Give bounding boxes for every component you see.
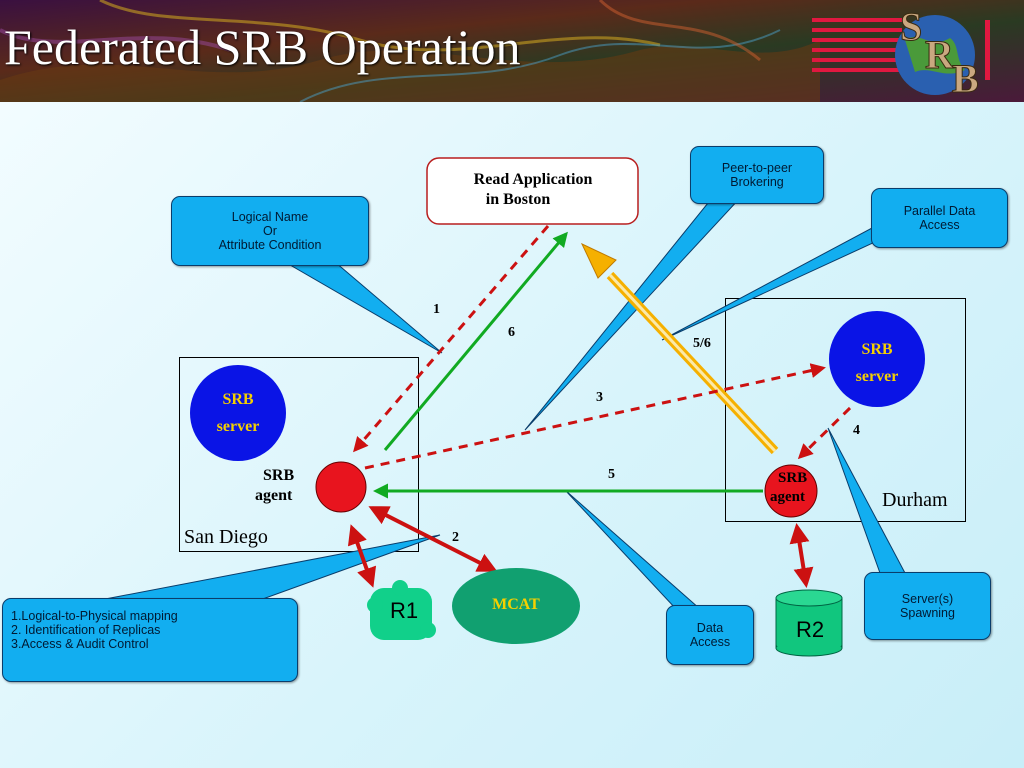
read-app-line: Read Application <box>473 171 593 188</box>
slide-title: Federated SRB Operation <box>4 19 521 75</box>
server-line: server <box>855 368 899 385</box>
callout-line: 3.Access & Audit Control <box>11 637 149 651</box>
server-line: SRB <box>861 341 893 358</box>
title-banner: S R B Federated SRB Operation <box>0 0 1024 102</box>
agent-line: agent <box>255 487 293 504</box>
r2-storage <box>775 589 843 657</box>
durham-label: Durham <box>882 489 948 511</box>
callout-line: Access <box>919 218 960 232</box>
callout-line: Spawning <box>900 606 955 620</box>
server-line: SRB <box>222 391 254 408</box>
callout-line: Access <box>689 635 731 649</box>
callout-line: Parallel Data <box>903 204 976 218</box>
agent-line: SRB <box>778 470 808 486</box>
svg-text:S: S <box>900 4 922 49</box>
logo-stripes <box>812 18 902 72</box>
r1-label: R1 <box>389 598 419 623</box>
r2-label: R2 <box>795 617 825 642</box>
logical-name-callout: Logical Name Or Attribute Condition <box>171 196 369 266</box>
callout-line: 2. Identification of Replicas <box>11 623 161 637</box>
server-line: server <box>216 418 260 435</box>
peer-to-peer-pointer <box>524 197 742 431</box>
logical-name-pointer <box>283 261 443 354</box>
callout-line: Data <box>696 621 724 635</box>
read-application-label: Read Application in Boston <box>440 170 626 210</box>
step-3-label: 3 <box>596 390 603 405</box>
durham-srb-agent <box>764 464 818 518</box>
callout-line: Peer-to-peer <box>721 161 793 175</box>
read-application-box <box>426 157 639 225</box>
mapping-callout: 1.Logical-to-Physical mapping 2. Identif… <box>2 598 298 682</box>
request-arrow-3 <box>364 363 826 470</box>
svg-text:R: R <box>925 32 955 77</box>
durham-srb-server <box>829 311 925 407</box>
san-diego-srb-server <box>190 365 286 461</box>
read-app-line: in Boston <box>485 191 551 208</box>
callout-line: Brokering <box>730 175 784 189</box>
callout-line: Attribute Condition <box>218 238 322 252</box>
callout-line: Server(s) <box>901 592 954 606</box>
san-diego-srb-agent <box>315 461 367 513</box>
parallel-data-arrow <box>580 242 779 455</box>
step-5-label: 5 <box>608 467 615 482</box>
san-diego-box <box>179 357 419 552</box>
step-1-label: 1 <box>433 302 440 317</box>
durham-box <box>725 298 966 522</box>
step-4-label: 4 <box>853 423 860 438</box>
svg-text:B: B <box>952 56 979 101</box>
step-2-label: 2 <box>452 530 459 545</box>
agent-r2-arrow <box>789 523 814 588</box>
san-diego-label: San Diego <box>184 526 268 548</box>
agent-line: SRB <box>263 467 295 484</box>
step-6-label: 6 <box>508 325 515 340</box>
banner-background: S R B <box>0 0 1024 102</box>
mcat-label: MCAT <box>492 596 540 613</box>
durham-agent-label: SRB agent <box>770 469 830 507</box>
callout-line: Or <box>263 224 277 238</box>
r1-storage <box>367 580 436 640</box>
step-5-6-label: 5/6 <box>693 336 711 351</box>
san-diego-server-label: SRB server <box>196 386 280 440</box>
san-diego-agent-label: SRB agent <box>255 466 321 506</box>
callout-line: 1.Logical-to-Physical mapping <box>11 609 178 623</box>
request-arrow-1 <box>353 225 550 453</box>
agent-r1-arrow <box>347 524 377 588</box>
parallel-data-callout: Parallel Data Access <box>871 188 1008 248</box>
durham-server-label: SRB server <box>835 336 919 390</box>
callout-line: Logical Name <box>231 210 309 224</box>
agent-line: agent <box>770 489 805 505</box>
peer-to-peer-callout: Peer-to-peer Brokering <box>690 146 824 204</box>
data-access-callout: Data Access <box>666 605 754 665</box>
data-access-pointer <box>564 489 702 610</box>
spawning-callout: Server(s) Spawning <box>864 572 991 640</box>
mcat-node <box>452 568 580 644</box>
request-arrow-4 <box>797 406 852 460</box>
agent-mcat-arrow <box>368 506 498 572</box>
data-arrow-6 <box>383 231 568 451</box>
